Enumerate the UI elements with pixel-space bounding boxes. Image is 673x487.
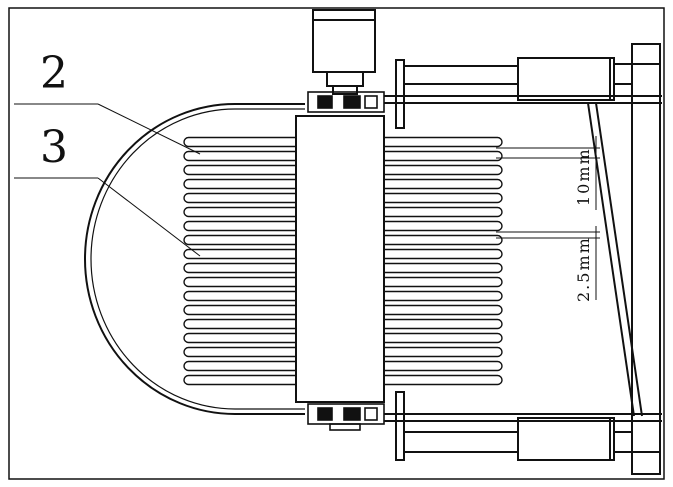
fin-right	[379, 136, 503, 148]
part-label-3: 3	[40, 122, 68, 173]
fin-right	[379, 290, 503, 302]
fin-left	[183, 136, 301, 148]
fin-left	[183, 276, 301, 288]
part-label-2: 2	[40, 48, 68, 99]
fin-right	[379, 332, 503, 344]
bottom-bearing	[307, 403, 385, 431]
fin-left	[183, 206, 301, 218]
fin-right	[379, 220, 503, 232]
fin-right	[379, 150, 503, 162]
fin-right	[379, 234, 503, 246]
motor	[312, 9, 376, 95]
fin-left	[183, 248, 301, 260]
right-frame	[384, 43, 662, 475]
fin-left	[183, 290, 301, 302]
fin-left	[183, 262, 301, 274]
drawing-frame	[8, 7, 665, 480]
fin-right	[379, 304, 503, 316]
fin-right	[379, 374, 503, 386]
fin-right	[379, 206, 503, 218]
fin-left	[183, 318, 301, 330]
fin-left	[183, 220, 301, 232]
fin-left	[183, 360, 301, 372]
central-shaft	[295, 115, 385, 403]
fin-right	[379, 262, 503, 274]
fin-left	[183, 346, 301, 358]
fin-right	[379, 164, 503, 176]
fin-right	[379, 318, 503, 330]
fin-left	[183, 332, 301, 344]
fin-right	[379, 346, 503, 358]
fin-left	[183, 150, 301, 162]
fin-left	[183, 164, 301, 176]
dimension-lines	[496, 136, 600, 300]
fin-right	[379, 178, 503, 190]
fin-left	[183, 192, 301, 204]
fin-right	[379, 192, 503, 204]
fin-left	[183, 178, 301, 190]
fin-right	[379, 276, 503, 288]
fin-left	[183, 234, 301, 246]
leader-lines	[14, 103, 201, 257]
fin-right	[379, 248, 503, 260]
fin-left	[183, 304, 301, 316]
dimension-label-10mm: 10mm	[574, 147, 593, 206]
fin-left	[183, 374, 301, 386]
housing-arc	[84, 103, 305, 415]
dimension-label-2-5mm: 2.5mm	[574, 236, 593, 302]
fin-right	[379, 360, 503, 372]
